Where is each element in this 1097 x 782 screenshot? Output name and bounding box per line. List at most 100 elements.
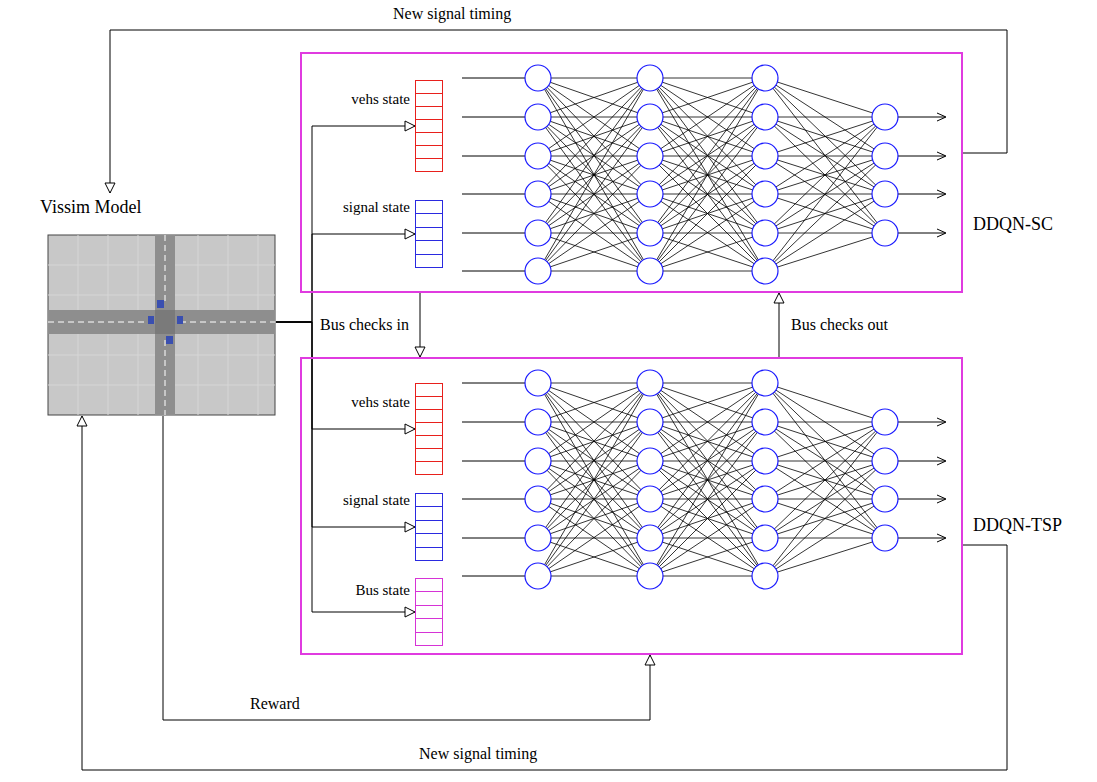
output-line (898, 117, 945, 118)
network-link (538, 156, 650, 271)
neuron (525, 143, 551, 169)
input-line (462, 538, 525, 539)
neuron (872, 486, 898, 512)
neuron (752, 370, 778, 396)
network-link (650, 78, 765, 117)
neuron (525, 370, 551, 396)
network-link (765, 383, 885, 422)
network-link (538, 78, 650, 233)
network-link (538, 383, 650, 461)
input-line (462, 461, 525, 462)
output-arrowhead (937, 534, 946, 542)
vector-cell (416, 534, 442, 547)
input-line (462, 233, 525, 234)
neuron (637, 563, 663, 589)
network-link (538, 233, 650, 271)
neuron (525, 486, 551, 512)
network-link (538, 78, 650, 117)
vector-cell (416, 619, 442, 632)
edge-label: Bus checks out (788, 315, 891, 334)
input-line (462, 499, 525, 500)
vector-cell (416, 507, 442, 520)
network-link (650, 383, 765, 538)
vector-cell (416, 228, 442, 241)
input-line (462, 383, 525, 384)
network-link (650, 538, 765, 576)
road (155, 235, 175, 415)
simulation-model: Vissim Model (40, 193, 276, 416)
network-link (765, 117, 885, 118)
node-title: Vissim Model (40, 197, 141, 219)
edge-label: Bus checks in (317, 315, 412, 334)
neuron (752, 258, 778, 284)
network-panel: DDQN-TSPvehs statesignal stateBus state (300, 357, 963, 655)
network-link (538, 499, 650, 576)
network-link (765, 117, 885, 156)
network-link (538, 538, 650, 576)
network-link (765, 422, 885, 538)
neuron (637, 258, 663, 284)
vector-cell (416, 384, 442, 397)
input-line (462, 422, 525, 423)
neuron (637, 65, 663, 91)
network-link (650, 156, 765, 271)
network-link (650, 78, 765, 233)
network-link (765, 461, 885, 576)
network-link (538, 461, 650, 576)
neuron (872, 448, 898, 474)
neuron (525, 65, 551, 91)
network-link (538, 78, 650, 271)
neuron (752, 220, 778, 246)
vector-cell (416, 633, 442, 645)
output-arrowhead (937, 418, 946, 426)
panel-title: DDQN-TSP (973, 515, 1062, 537)
network-link (538, 271, 650, 272)
network-link (538, 78, 650, 79)
network-link (650, 383, 765, 422)
network-link (538, 383, 650, 422)
network-link (538, 233, 650, 271)
vector-cell (416, 579, 442, 592)
lane-line (180, 322, 275, 323)
state-vector: vehs state (415, 80, 443, 172)
network-link (538, 194, 650, 271)
output-line (898, 233, 945, 234)
network-link (765, 422, 885, 538)
network-link (650, 78, 765, 194)
vector-cell (416, 241, 442, 254)
connector (276, 322, 415, 612)
output-arrowhead (937, 457, 946, 465)
network-link (765, 117, 885, 156)
network-link (650, 78, 765, 271)
network-link (650, 461, 765, 576)
network-layers (462, 65, 946, 284)
network-link (538, 422, 650, 576)
neuron (525, 409, 551, 435)
vector-cell (416, 94, 442, 107)
vector-cell (416, 521, 442, 534)
network-link (650, 78, 765, 79)
network-link (538, 383, 650, 576)
state-vector: signal state (415, 200, 443, 268)
network-link (538, 461, 650, 576)
network-panel: DDQN-SCvehs statesignal state (300, 52, 963, 293)
neuron (752, 181, 778, 207)
connector (276, 322, 415, 429)
neuron (752, 65, 778, 91)
network-link (538, 422, 650, 576)
output-line (898, 499, 945, 500)
vector-cell (416, 423, 442, 436)
network-link (650, 78, 765, 194)
network-link (650, 78, 765, 233)
input-line (462, 117, 525, 118)
arrowhead (105, 183, 115, 193)
neuron (637, 486, 663, 512)
signal-head (166, 336, 173, 344)
signal-head (148, 316, 154, 324)
network-link (765, 117, 885, 233)
output-arrowhead (937, 152, 946, 160)
input-line (462, 156, 525, 157)
network-link (538, 576, 650, 577)
network-link (765, 499, 885, 576)
edge-label: New signal timing (390, 4, 514, 23)
